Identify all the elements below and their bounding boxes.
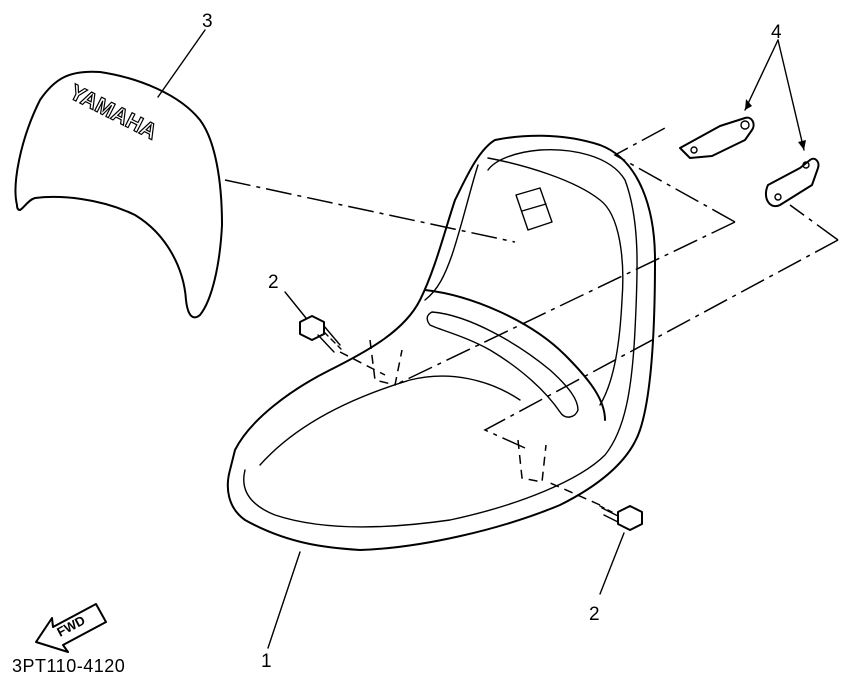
seat <box>226 134 656 551</box>
callout-3: 3 <box>202 11 213 32</box>
arrowhead <box>798 140 806 150</box>
cover-logo-text: YAMAHA <box>66 79 162 144</box>
assembly-lines <box>224 127 839 506</box>
bolt-right <box>599 505 643 531</box>
bolt-left <box>299 315 342 353</box>
arrowhead <box>745 99 752 110</box>
callout-4: 4 <box>771 22 782 43</box>
brackets <box>679 116 820 208</box>
leader-lines <box>157 29 806 649</box>
callout-2-right: 2 <box>589 604 600 625</box>
seat-cover: YAMAHA <box>14 70 223 319</box>
callout-2-left: 2 <box>268 272 279 293</box>
drawing-code: 3PT110-4120 <box>12 656 125 676</box>
fwd-arrow-icon: FWD <box>35 603 107 653</box>
callout-1: 1 <box>261 651 272 672</box>
